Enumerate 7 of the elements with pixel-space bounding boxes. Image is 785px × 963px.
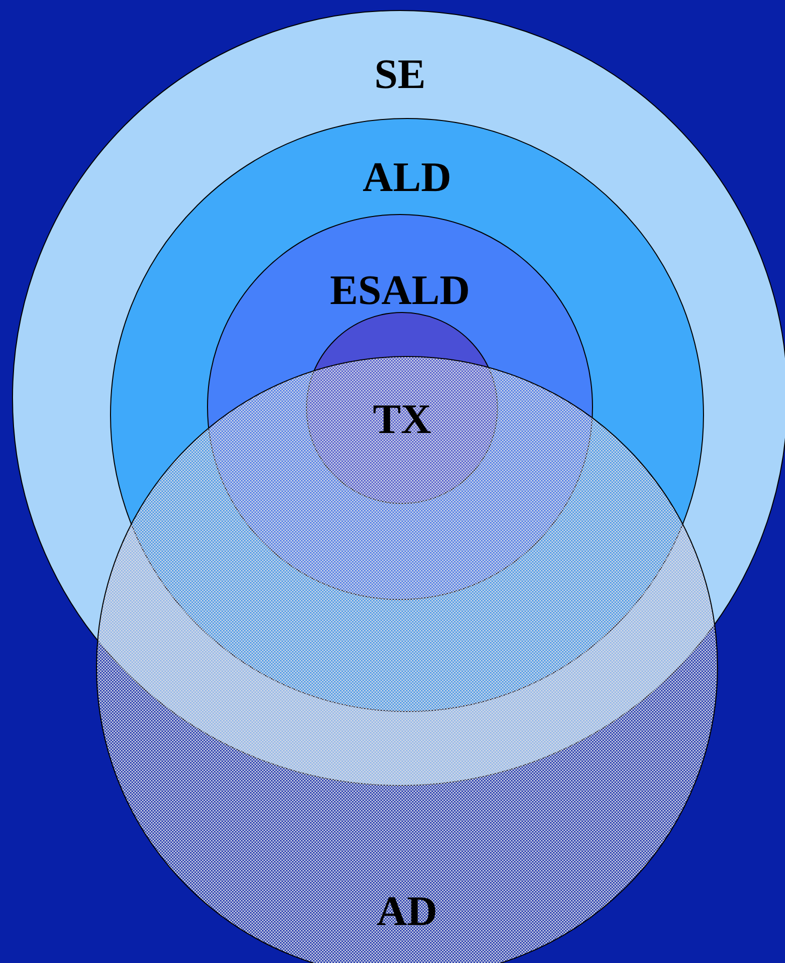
circle-label: TX <box>372 399 432 441</box>
circle <box>207 214 593 600</box>
circle-label: ALD <box>362 157 452 199</box>
circle-label: SE <box>374 54 426 96</box>
circle-label: ESALD <box>330 270 470 312</box>
circle-label: AD <box>376 891 438 933</box>
circle <box>306 312 498 504</box>
